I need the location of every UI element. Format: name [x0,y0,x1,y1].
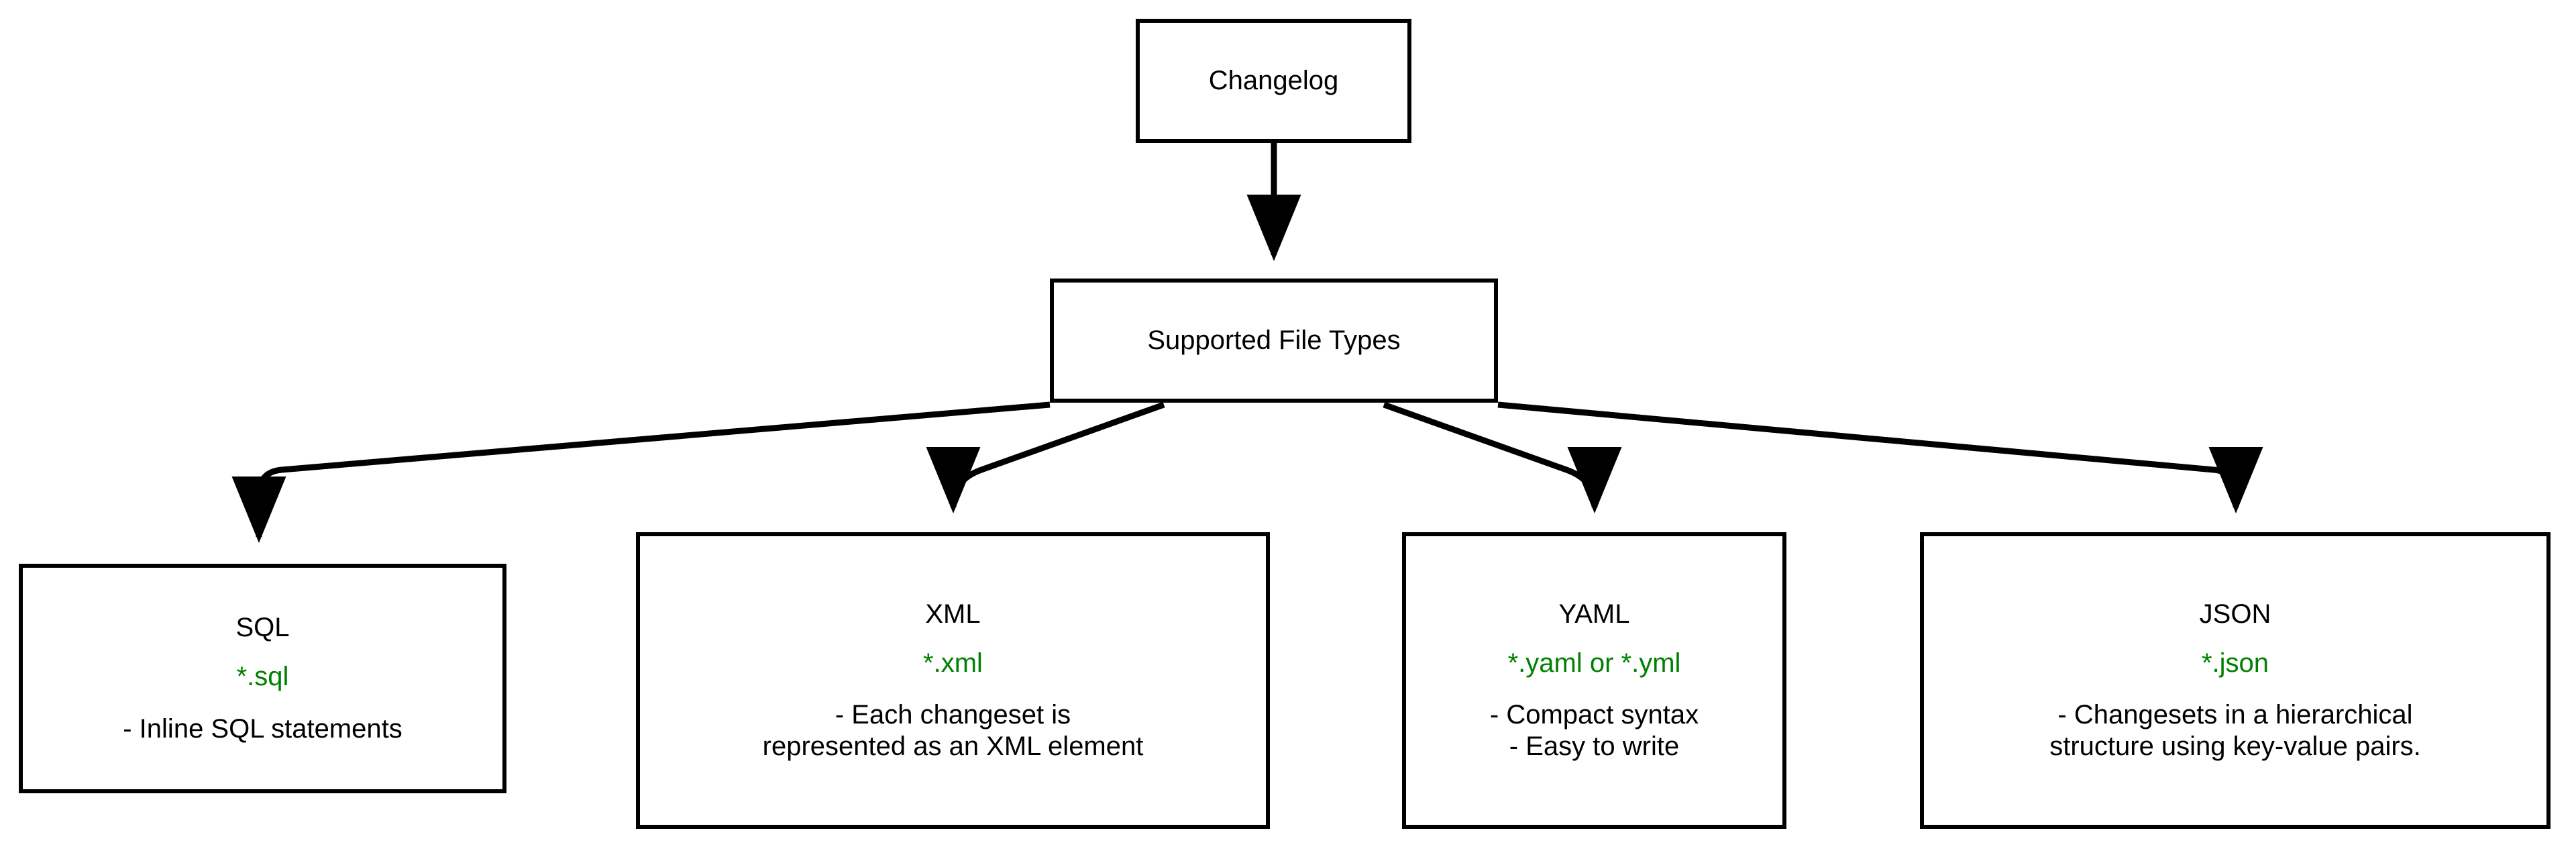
edge-supported-to-xml [926,401,1165,513]
node-changelog[interactable]: Changelog [1136,19,1411,143]
node-yaml-detail-1: - Compact syntax [1489,700,1699,730]
node-xml[interactable]: XML *.xml - Each changeset is represente… [636,532,1270,829]
node-xml-detail-2: represented as an XML element [762,732,1144,762]
edge-supported-to-json [1497,401,2263,513]
node-json-detail-2: structure using key-value pairs. [2049,732,2421,762]
node-supported-file-types-label: Supported File Types [1147,325,1401,355]
node-sql-detail-1: - Inline SQL statements [123,713,402,744]
node-sql-title: SQL [235,613,290,643]
node-yaml-extension: *.yaml or *.yml [1507,648,1681,678]
node-yaml[interactable]: YAML *.yaml or *.yml - Compact syntax - … [1402,532,1786,829]
node-json[interactable]: JSON *.json - Changesets in a hierarchic… [1920,532,2551,829]
node-json-title: JSON [2199,599,2271,629]
node-json-detail-1: - Changesets in a hierarchical [2057,700,2413,730]
edge-supported-to-yaml [1383,401,1622,513]
node-sql-extension: *.sql [236,662,289,692]
node-xml-detail-1: - Each changeset is [835,700,1071,730]
node-supported-file-types[interactable]: Supported File Types [1050,279,1498,403]
node-json-extension: *.json [2201,648,2269,678]
node-xml-extension: *.xml [923,648,983,678]
node-yaml-detail-2: - Easy to write [1509,732,1680,762]
node-xml-title: XML [925,599,981,629]
node-changelog-label: Changelog [1208,65,1339,95]
node-yaml-title: YAML [1558,599,1630,629]
node-sql[interactable]: SQL *.sql - Inline SQL statements [19,564,506,793]
edge-supported-to-sql [231,401,1051,543]
